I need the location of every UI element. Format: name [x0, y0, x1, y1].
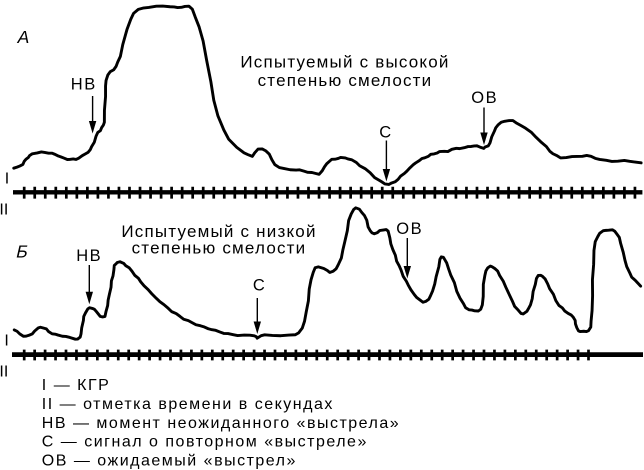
svg-text:ОВ: ОВ	[396, 220, 423, 238]
svg-text:С — сигнал о повторном «выстре: С — сигнал о повторном «выстреле»	[42, 434, 368, 451]
svg-text:С: С	[253, 276, 266, 294]
svg-text:ОВ: ОВ	[471, 89, 498, 107]
svg-text:С: С	[379, 124, 392, 142]
svg-text:Б: Б	[14, 242, 30, 262]
svg-text:II: II	[0, 363, 8, 380]
svg-text:НВ: НВ	[71, 75, 97, 93]
svg-text:I — КГР: I — КГР	[42, 377, 111, 394]
svg-text:ОВ — ожидаемый «выстрел»: ОВ — ожидаемый «выстрел»	[42, 452, 297, 469]
svg-text:II — отметка времени в секунда: II — отметка времени в секундах	[42, 396, 334, 413]
svg-text:А: А	[17, 27, 30, 47]
svg-text:НВ: НВ	[76, 247, 102, 265]
svg-text:НВ — момент неожиданного «выст: НВ — момент неожиданного «выстрела»	[42, 415, 400, 432]
svg-text:Испытуемый с высокой: Испытуемый с высокой	[240, 52, 449, 71]
svg-text:Испытуемый с низкой: Испытуемый с низкой	[121, 222, 316, 241]
svg-text:I: I	[4, 333, 8, 350]
svg-text:II: II	[0, 201, 8, 218]
svg-text:степенью смелости: степенью смелости	[258, 71, 433, 90]
svg-text:I: I	[5, 171, 9, 188]
svg-text:степенью смелости: степенью смелости	[132, 239, 307, 258]
